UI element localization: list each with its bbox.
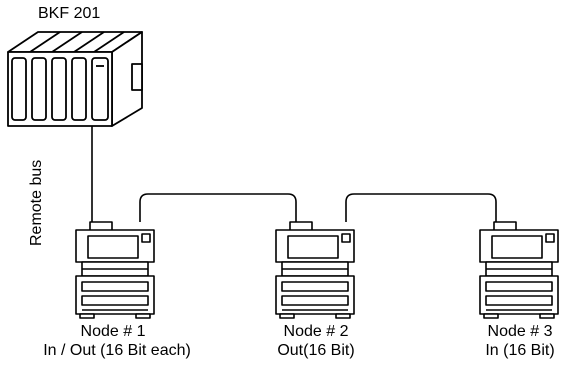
node-2-name: Node # 2 xyxy=(283,323,349,340)
remote-bus-label: Remote bus xyxy=(28,159,45,246)
node-1-name: Node # 1 xyxy=(80,323,146,340)
node-3-module-icon xyxy=(479,221,559,319)
node-2-module-icon xyxy=(275,221,355,319)
node-3-desc: In (16 Bit) xyxy=(485,342,555,359)
bkf-controller-icon xyxy=(7,31,143,127)
remote-bus-line xyxy=(91,126,497,222)
node-1-module-icon xyxy=(75,221,155,319)
controller-title: BKF 201 xyxy=(38,5,101,22)
node-1-desc: In / Out (16 Bit each) xyxy=(43,342,191,359)
node-2-desc: Out(16 Bit) xyxy=(277,342,355,359)
node-3-name: Node # 3 xyxy=(487,323,553,340)
